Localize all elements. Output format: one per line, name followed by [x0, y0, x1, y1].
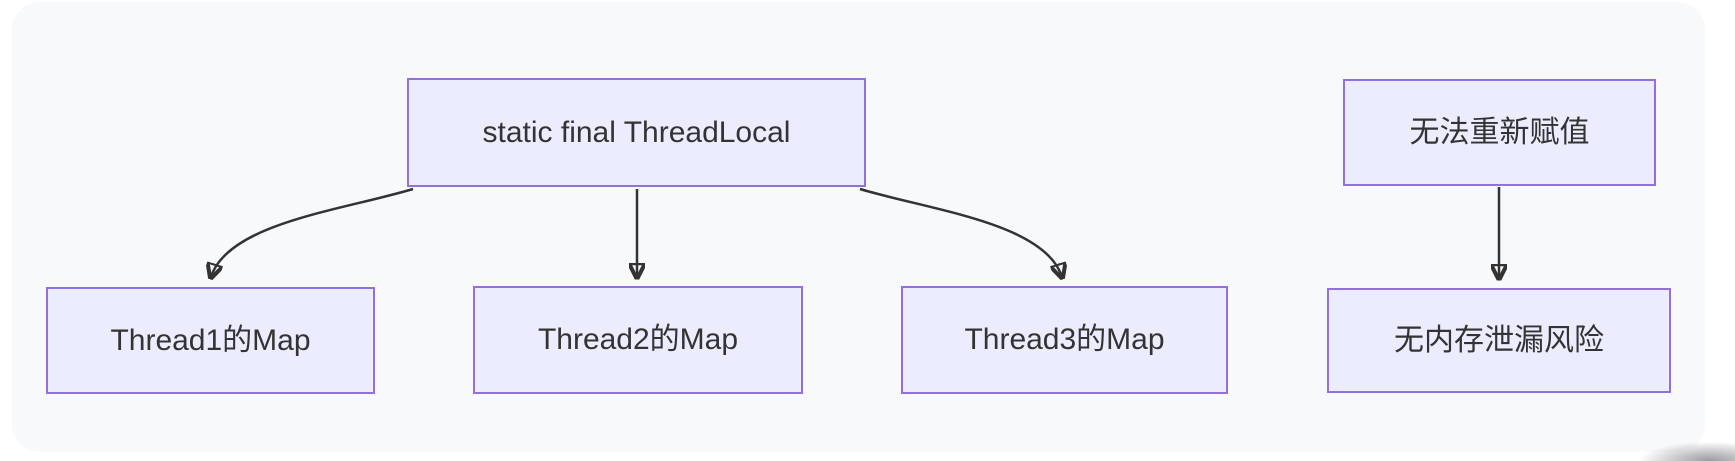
- node-static-final-threadlocal: static final ThreadLocal: [407, 78, 866, 187]
- node-label: 无法重新赋值: [1409, 115, 1590, 149]
- node-thread3-map: Thread3的Map: [901, 286, 1228, 394]
- node-label: Thread3的Map: [964, 323, 1165, 356]
- node-no-memory-leak-risk: 无内存泄漏风险: [1327, 288, 1671, 393]
- node-label: Thread1的Map: [110, 323, 311, 357]
- node-cannot-reassign: 无法重新赋值: [1343, 79, 1656, 186]
- node-label: Thread2的Map: [537, 323, 739, 356]
- node-thread1-map: Thread1的Map: [46, 287, 375, 394]
- node-label: 无内存泄漏风险: [1394, 323, 1604, 357]
- bottom-right-shadow: [1640, 442, 1735, 461]
- node-thread2-map: Thread2的Map: [473, 286, 803, 394]
- node-label: static final ThreadLocal: [482, 115, 791, 149]
